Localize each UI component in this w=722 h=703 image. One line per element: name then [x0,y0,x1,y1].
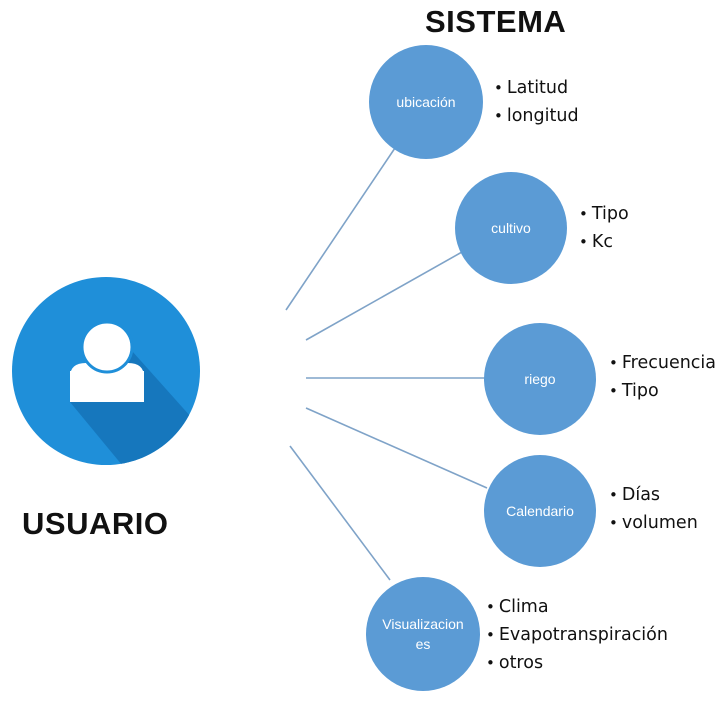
bullet-item: volumen [609,509,698,537]
usuario-title: USUARIO [22,506,169,541]
node-visualizaciones-label: Visualizaciones [382,616,464,652]
visualizaciones-bullets: Clima Evapotranspiración otros [486,593,668,677]
user-icon [70,320,200,465]
node-ubicacion-label: ubicación [396,94,456,110]
bullet-item: Latitud [494,74,579,102]
connector-ubicacion [285,147,396,311]
node-ubicacion: ubicación [369,45,483,159]
bullet-item: otros [486,649,668,677]
bullet-item: Kc [579,228,629,256]
connector-cultivo [305,251,463,341]
bullet-item: Días [609,481,698,509]
sistema-title: SISTEMA [425,4,567,39]
node-riego-label: riego [524,371,556,387]
bullet-item: Tipo [609,377,716,405]
connector-calendario [305,407,488,489]
cultivo-bullets: Tipo Kc [579,200,629,256]
node-calendario-label: Calendario [506,503,574,519]
calendario-bullets: Días volumen [609,481,698,537]
node-riego: riego [484,323,596,435]
node-calendario: Calendario [484,455,596,567]
node-cultivo: cultivo [455,172,567,284]
bullet-item: Evapotranspiración [486,621,668,649]
bullet-item: Tipo [579,200,629,228]
user-avatar [12,277,200,465]
bullet-item: Frecuencia [609,349,716,377]
node-cultivo-label: cultivo [491,220,531,236]
bullet-item: longitud [494,102,579,130]
bullet-item: Clima [486,593,668,621]
connector-visualizaciones [289,445,391,581]
ubicacion-bullets: Latitud longitud [494,74,579,130]
node-visualizaciones: Visualizaciones [366,577,480,691]
riego-bullets: Frecuencia Tipo [609,349,716,405]
